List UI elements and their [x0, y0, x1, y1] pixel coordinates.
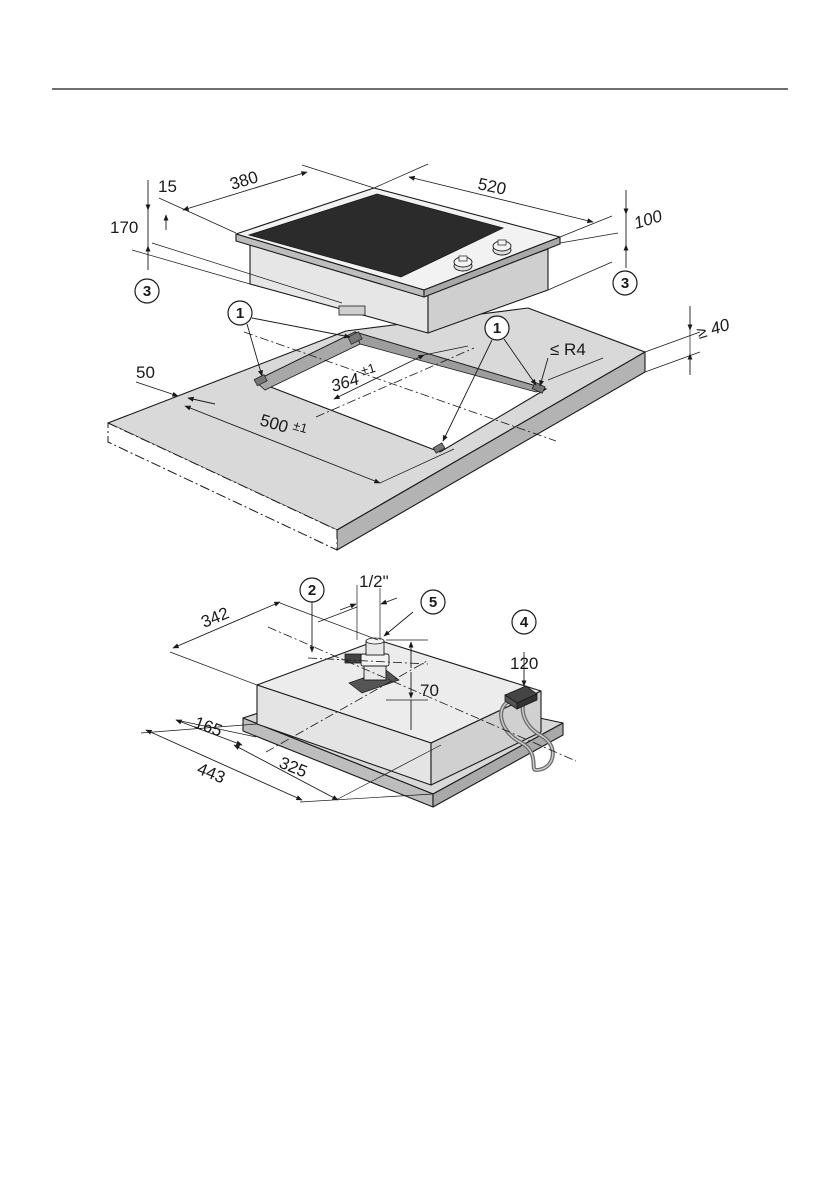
- gas-connection-icon: [344, 637, 400, 694]
- callout-1-right: 1: [442, 315, 537, 442]
- callout-3-left-label: 3: [143, 283, 151, 300]
- callout-1-left-label: 1: [236, 305, 244, 322]
- callout-2: 2: [299, 577, 325, 603]
- dim-380: 380: [228, 167, 261, 193]
- fixing-clip: [253, 374, 268, 387]
- dim-15: 15: [158, 177, 177, 196]
- dim-443: 443: [195, 759, 228, 787]
- worktop-cutout-figure: 3 3 1 1 15 380 520 170 100 ≥ 40 50 ≤ R4 …: [107, 163, 733, 551]
- dim-325: 325: [277, 753, 310, 781]
- dim-520: 520: [476, 174, 508, 198]
- callout-5-label: 5: [429, 594, 437, 611]
- dim-500-tolerance: ±1: [291, 418, 309, 436]
- fixing-clip: [347, 331, 363, 345]
- control-knob-icon: [453, 255, 473, 272]
- dim-364-group: 364 ±1: [329, 360, 378, 396]
- callout-3-left: 3: [134, 278, 160, 304]
- appliance-underside-figure: 2 5 4 342 1/2" 120 70 165 325 443: [140, 572, 577, 808]
- appliance-flange-edge: [432, 722, 564, 808]
- callout-1-left: 1: [227, 300, 351, 377]
- dim-r4: ≤ R4: [550, 340, 586, 359]
- cooktop-frame-edge: [423, 236, 561, 298]
- top-dimension-lines: [131, 163, 629, 304]
- callout-2-label: 2: [308, 582, 316, 599]
- dim-100: 100: [632, 206, 665, 233]
- worktop-dimension-lines: [135, 306, 701, 484]
- dim-40: ≥ 40: [695, 315, 733, 343]
- dim-120: 120: [510, 654, 538, 673]
- worktop-left-edge-phantom: [107, 422, 338, 551]
- dim-364-tolerance: ±1: [359, 360, 377, 379]
- dim-342: 342: [198, 603, 231, 631]
- callout-3-right-label: 3: [621, 275, 629, 292]
- callout-4: 4: [511, 609, 537, 635]
- callout-4-label: 4: [520, 614, 529, 631]
- cooktop-appliance: [235, 187, 561, 334]
- centre-line: [267, 626, 577, 762]
- dim-70: 70: [420, 681, 439, 700]
- cooktop-connector: [338, 305, 366, 316]
- dim-half-inch: 1/2": [359, 572, 389, 591]
- callout-5: 5: [420, 589, 446, 615]
- control-knob-icon: [492, 239, 512, 256]
- dim-50: 50: [136, 363, 155, 382]
- centre-line: [307, 657, 429, 665]
- dim-170: 170: [110, 218, 138, 237]
- callout-3-right: 3: [612, 270, 638, 296]
- cutout-left-wall: [254, 331, 361, 391]
- underside-dimension-lines: [140, 585, 527, 803]
- callout-1-right-label: 1: [493, 320, 501, 337]
- power-cable-icon: [499, 685, 555, 773]
- fixing-clip: [432, 442, 446, 454]
